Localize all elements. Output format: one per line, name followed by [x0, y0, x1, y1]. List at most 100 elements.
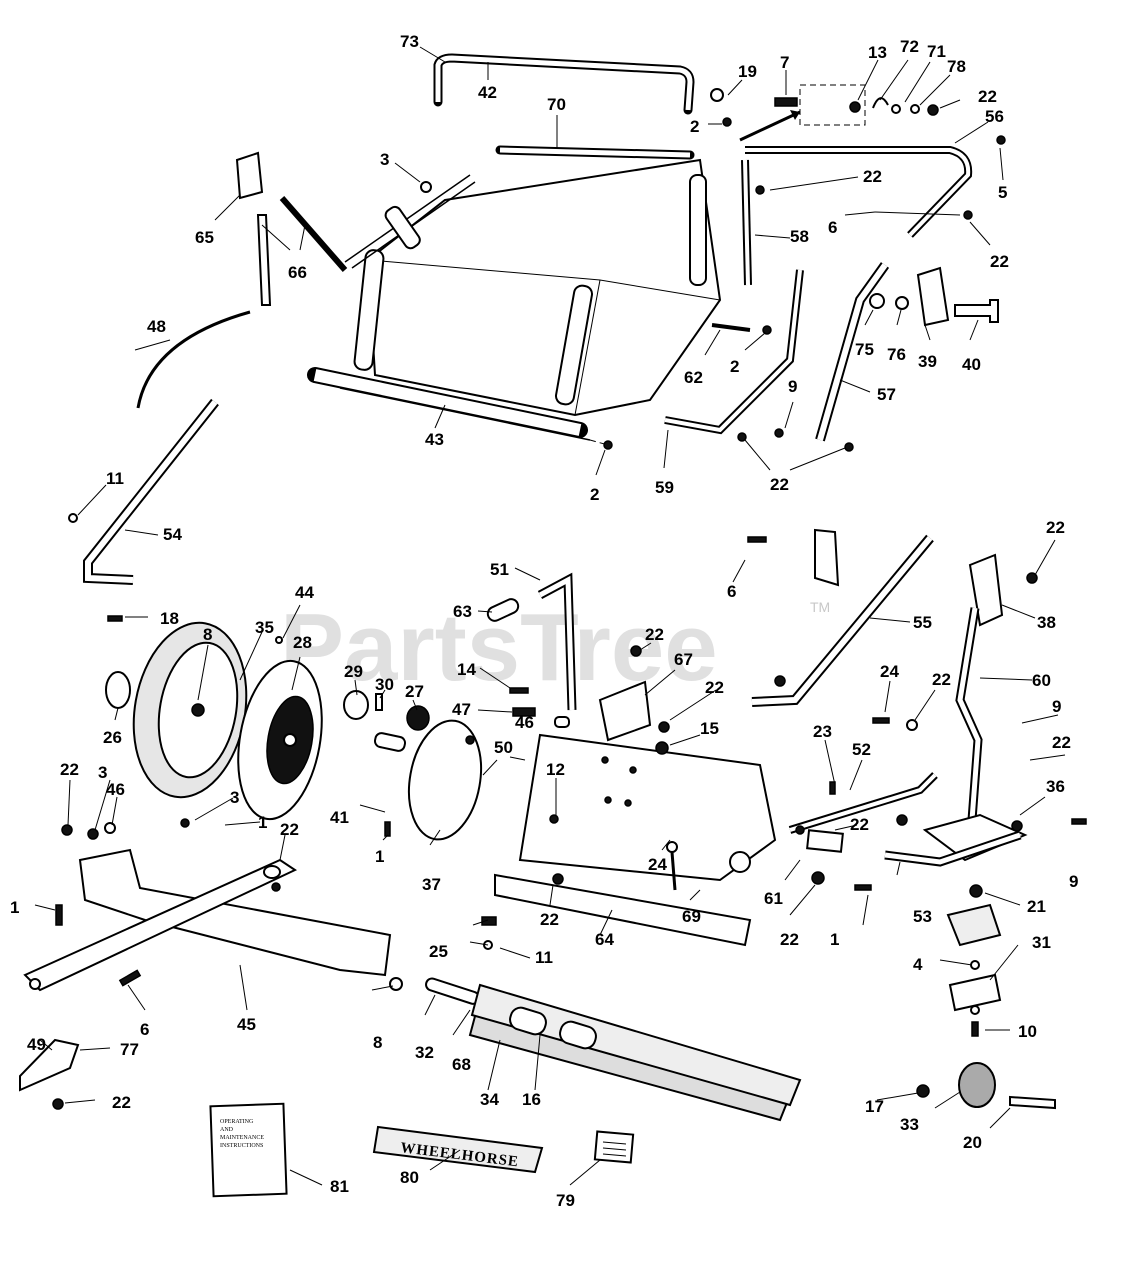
callout-66: 66 — [288, 263, 307, 282]
callout-1: 1 — [10, 898, 19, 917]
callout-46: 46 — [106, 780, 125, 799]
shaft-32[interactable] — [424, 977, 480, 1005]
callout-51: 51 — [490, 560, 509, 579]
callout-41: 41 — [330, 808, 349, 827]
channel-64[interactable] — [494, 873, 752, 947]
bracket-65[interactable] — [235, 151, 264, 200]
link-66[interactable] — [256, 214, 272, 306]
roller-33[interactable] — [958, 1062, 996, 1108]
callout-59: 59 — [655, 478, 674, 497]
callout-22: 22 — [1046, 518, 1065, 537]
callout-32: 32 — [415, 1043, 434, 1062]
manual-line-4: INSTRUCTIONS — [220, 1143, 263, 1149]
callout-42: 42 — [478, 83, 497, 102]
frame-56[interactable] — [745, 146, 973, 238]
callout-39: 39 — [918, 352, 937, 371]
callout-3: 3 — [230, 788, 239, 807]
callout-60: 60 — [1032, 671, 1051, 690]
callout-38: 38 — [1037, 613, 1056, 632]
callout-2: 2 — [590, 485, 599, 504]
gear-29[interactable] — [343, 690, 369, 720]
lower-frame — [19, 818, 564, 1110]
screw-7[interactable] — [774, 97, 798, 107]
watermark-trademark: TM — [810, 599, 830, 615]
callout-22: 22 — [780, 930, 799, 949]
callout-68: 68 — [452, 1055, 471, 1074]
bracket-38[interactable] — [968, 553, 1004, 627]
callout-77: 77 — [120, 1040, 139, 1059]
callout-22: 22 — [645, 625, 664, 644]
callout-24: 24 — [648, 855, 667, 874]
callout-78: 78 — [947, 57, 966, 76]
callout-22: 22 — [990, 252, 1009, 271]
callout-75: 75 — [855, 340, 874, 359]
callout-55: 55 — [913, 613, 932, 632]
callout-18: 18 — [160, 609, 179, 628]
callout-62: 62 — [684, 368, 703, 387]
frame-45[interactable] — [78, 848, 392, 977]
bolt-40[interactable] — [954, 299, 999, 323]
bracket-31[interactable] — [948, 973, 1002, 1012]
key-30[interactable] — [375, 693, 383, 711]
callout-73: 73 — [400, 32, 419, 51]
tag-79[interactable] — [593, 1130, 635, 1164]
disc-37[interactable] — [400, 715, 490, 845]
callout-30: 30 — [375, 675, 394, 694]
callout-44: 44 — [295, 583, 314, 602]
callout-63: 63 — [453, 602, 472, 621]
callout-69: 69 — [682, 907, 701, 926]
callout-8: 8 — [373, 1033, 382, 1052]
callout-29: 29 — [344, 662, 363, 681]
grip-63[interactable] — [486, 597, 521, 623]
callout-45: 45 — [237, 1015, 256, 1034]
callout-12: 12 — [546, 760, 565, 779]
callout-22: 22 — [60, 760, 79, 779]
wheel-assembly — [105, 621, 490, 991]
callout-72: 72 — [900, 37, 919, 56]
callout-47: 47 — [452, 700, 471, 719]
manual-line-2: AND — [220, 1127, 234, 1133]
callout-8: 8 — [203, 625, 212, 644]
cable-48[interactable] — [136, 310, 251, 409]
callout-13: 13 — [868, 43, 887, 62]
callout-70: 70 — [547, 95, 566, 114]
callout-5: 5 — [998, 183, 1007, 202]
hubcap-26[interactable] — [105, 671, 131, 709]
brush-assembly — [424, 916, 802, 1122]
decal-80[interactable]: WHEELHORSE — [372, 1125, 544, 1174]
callout-20: 20 — [963, 1133, 982, 1152]
callout-50: 50 — [494, 738, 513, 757]
hopper-bag[interactable] — [366, 158, 722, 417]
manual-81[interactable]: OPERATING AND MAINTENANCE INSTRUCTIONS — [209, 1102, 288, 1198]
washer-76[interactable] — [895, 296, 909, 310]
housing-assembly — [486, 528, 1087, 947]
nut-75[interactable] — [869, 293, 885, 309]
callout-3: 3 — [380, 150, 389, 169]
bushing-27[interactable] — [406, 705, 430, 731]
spring-47[interactable] — [512, 707, 536, 717]
callout-6: 6 — [828, 218, 837, 237]
callout-40: 40 — [962, 355, 981, 374]
callout-11: 11 — [106, 469, 124, 488]
callout-16: 16 — [522, 1090, 541, 1109]
plate-39[interactable] — [916, 266, 950, 327]
callout-19: 19 — [738, 62, 757, 81]
callout-22: 22 — [112, 1093, 131, 1112]
plate-61[interactable] — [806, 829, 844, 853]
callout-48: 48 — [147, 317, 166, 336]
bracket-67[interactable] — [598, 680, 652, 742]
bracket-36[interactable] — [922, 813, 1028, 862]
callout-22: 22 — [540, 910, 559, 929]
callout-67: 67 — [674, 650, 693, 669]
core-16[interactable] — [508, 1005, 549, 1037]
shaft-41[interactable] — [373, 732, 407, 752]
callout-22: 22 — [280, 820, 299, 839]
bracket-77[interactable] — [19, 1038, 80, 1092]
callout-79: 79 — [556, 1191, 575, 1210]
callout-31: 31 — [1032, 933, 1051, 952]
callout-7: 7 — [780, 53, 789, 72]
callout-52: 52 — [852, 740, 871, 759]
callout-71: 71 — [927, 42, 946, 61]
callout-9: 9 — [1052, 697, 1061, 716]
callout-80: 80 — [400, 1168, 419, 1187]
